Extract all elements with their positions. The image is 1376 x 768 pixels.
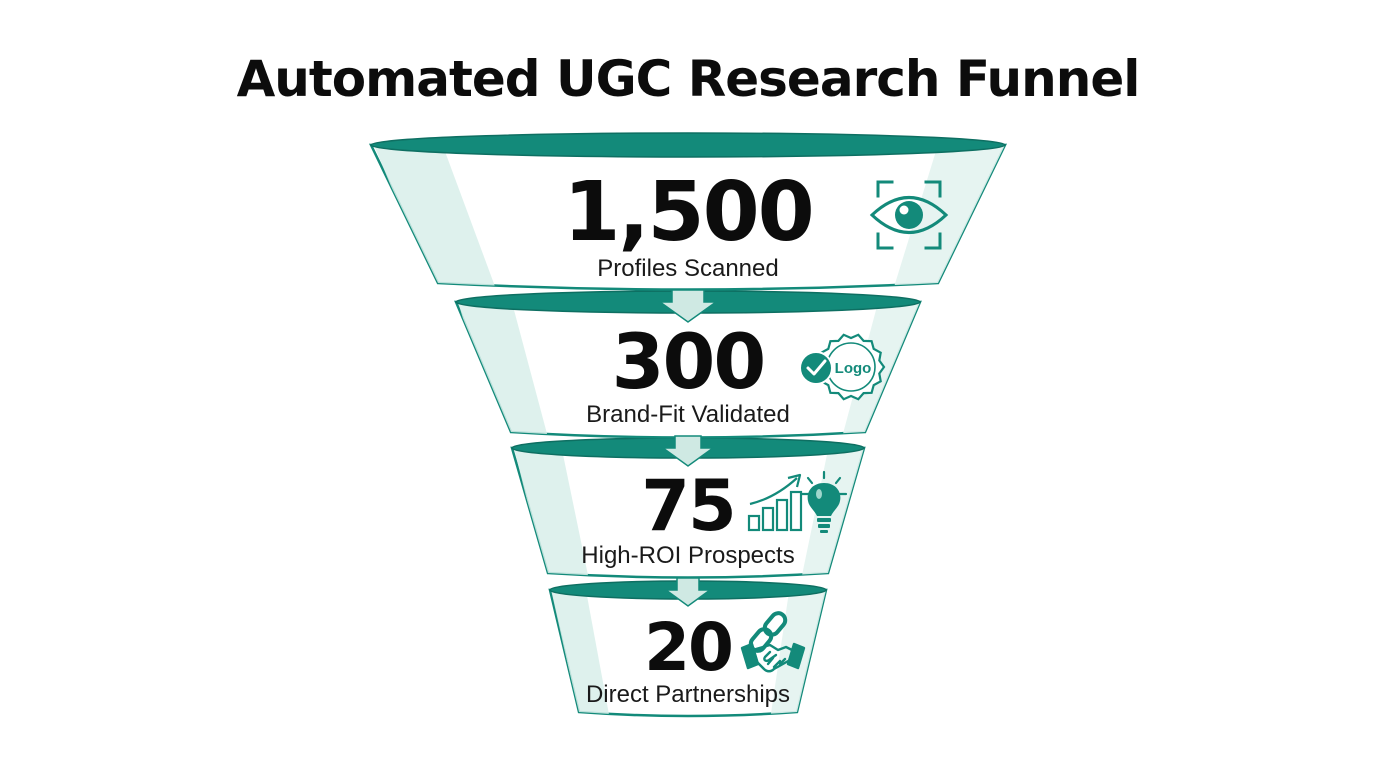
stage-2-value: 300 [612, 317, 765, 406]
stage-3-value: 75 [641, 465, 734, 547]
stage-3-label: High-ROI Prospects [581, 542, 794, 569]
eye-scan-icon [869, 180, 949, 250]
stage-1-label: Profiles Scanned [597, 255, 778, 282]
link-handshake-icon [740, 611, 806, 673]
page-title: Automated UGC Research Funnel [237, 50, 1140, 108]
connector-arrows [657, 289, 719, 607]
stage-1-value: 1,500 [563, 165, 812, 260]
stage-4-value: 20 [644, 609, 732, 686]
arrow-2-to-3 [660, 435, 716, 467]
stage-2-label: Brand-Fit Validated [586, 401, 790, 428]
logo-check-badge-icon: Logo [799, 333, 886, 401]
stage-1-rim [370, 132, 1006, 158]
arrow-1-to-2 [657, 289, 719, 323]
logo-badge-text: Logo [835, 360, 872, 377]
funnel-stage-1 [368, 132, 1008, 291]
growth-chart-lightbulb-icon [747, 470, 848, 533]
stage-4-label: Direct Partnerships [586, 681, 790, 708]
arrow-3-to-4 [663, 577, 713, 607]
